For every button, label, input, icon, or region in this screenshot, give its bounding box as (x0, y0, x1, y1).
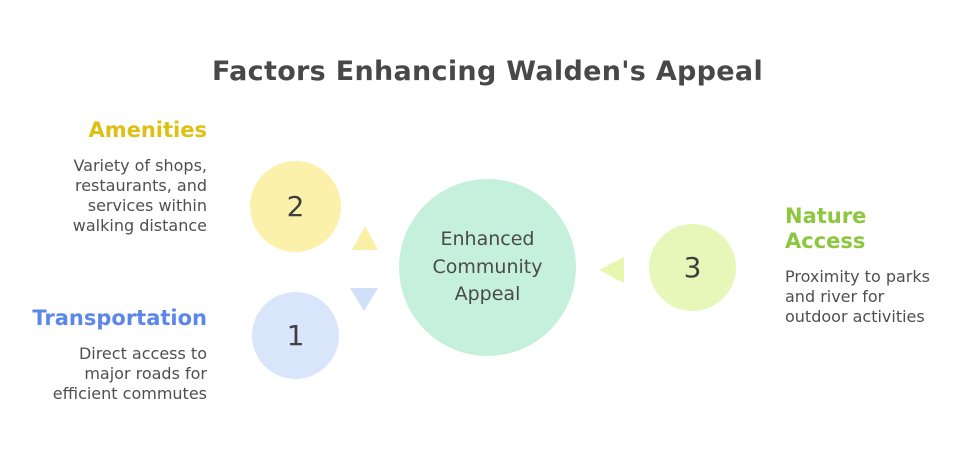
center-circle-label: Enhanced Community Appeal (432, 228, 543, 306)
factor-circle-amenities: 2 (250, 161, 341, 252)
factor-block-amenities: Amenities Variety of shops, restaurants,… (23, 118, 207, 236)
factor-label-nature-access: Nature Access (785, 204, 867, 254)
factor-description-transportation: Direct access to major roads for efficie… (52, 344, 207, 404)
amenities-arrow-icon (352, 226, 378, 250)
factor-description-amenities: Variety of shops, restaurants, and servi… (72, 156, 207, 236)
factor-label-amenities: Amenities (88, 118, 207, 142)
factor-circle-nature-access: 3 (649, 224, 736, 311)
diagram-title: Factors Enhancing Walden's Appeal (212, 56, 763, 87)
transportation-arrow-icon (350, 288, 378, 311)
factor-block-nature-access: Nature Access Proximity to parks and riv… (785, 204, 960, 327)
factor-block-transportation: Transportation Direct access to major ro… (20, 306, 207, 404)
factor-description-nature-access: Proximity to parks and river for outdoor… (785, 267, 930, 327)
factor-label-transportation: Transportation (32, 306, 207, 330)
factor-circle-transportation: 1 (252, 292, 339, 379)
center-circle: Enhanced Community Appeal (399, 179, 576, 356)
nature-access-arrow-icon (599, 257, 624, 283)
